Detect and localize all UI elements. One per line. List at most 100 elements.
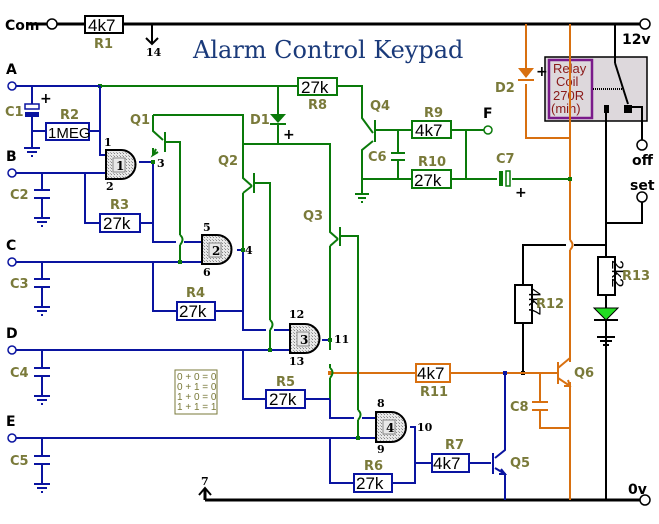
r8-ref: R8 xyxy=(308,98,327,113)
gate-4-pin-8: 8 xyxy=(377,397,385,410)
q4-ref: Q4 xyxy=(370,99,390,114)
gate-3-pin-11: 11 xyxy=(334,333,349,346)
transistor-q6 xyxy=(557,357,572,387)
resistor-r4 xyxy=(176,301,216,321)
resistor-r10 xyxy=(411,169,452,189)
set-label: set xyxy=(630,178,655,194)
gate-2: 2 xyxy=(201,234,233,265)
resistor-r3 xyxy=(99,213,141,233)
set-terminal[interactable] xyxy=(636,191,648,203)
r11-ref: R11 xyxy=(420,385,448,400)
r7-ref: R7 xyxy=(445,438,464,453)
ground-icon xyxy=(597,336,615,346)
d2-plus: + xyxy=(536,64,548,80)
q1-ref: Q1 xyxy=(130,113,150,128)
off-terminal[interactable] xyxy=(636,139,648,151)
c3-ref: C3 xyxy=(10,277,29,292)
r13-ref: R13 xyxy=(622,269,650,284)
gate-1-number: 1 xyxy=(116,159,124,173)
orange-nets xyxy=(330,24,574,500)
r5-ref: R5 xyxy=(276,375,295,390)
r12-value: 4k7 xyxy=(525,288,544,315)
capacitor-plates xyxy=(34,189,50,465)
r9-value: 4k7 xyxy=(415,121,442,140)
r12-ref: R12 xyxy=(536,297,564,312)
resistor-r5 xyxy=(265,389,306,409)
d2-ref: D2 xyxy=(495,81,515,96)
c7-ref: C7 xyxy=(496,152,515,167)
transistor-q5 xyxy=(492,453,508,475)
vcc-arrow-icon xyxy=(145,37,159,46)
gate-4-pin-9: 9 xyxy=(377,443,385,456)
resistor-r6 xyxy=(353,473,393,493)
r11-value: 4k7 xyxy=(417,364,444,383)
truth-row-3: 1 + 0 = 0 xyxy=(177,392,217,403)
resistor-r7 xyxy=(431,453,470,473)
d-terminal[interactable] xyxy=(7,345,17,355)
12v-terminal[interactable] xyxy=(639,18,651,30)
transistor-q3 xyxy=(329,227,341,247)
r6-ref: R6 xyxy=(364,459,383,474)
r1-value: 4k7 xyxy=(88,16,115,35)
d-label: D xyxy=(6,326,18,342)
c-terminal[interactable] xyxy=(7,257,17,267)
relay-line-4: (min) xyxy=(551,101,581,116)
q3-ref: Q3 xyxy=(303,209,323,224)
truth-row-2: 0 + 1 = 0 xyxy=(177,382,217,393)
f-label: F xyxy=(483,106,493,122)
gate-4: 4 xyxy=(375,411,407,443)
gate-3-pin-13: 13 xyxy=(289,355,304,368)
0v-label: 0v xyxy=(628,482,647,498)
r10-ref: R10 xyxy=(418,155,446,170)
c2-ref: C2 xyxy=(10,188,29,203)
c4-ref: C4 xyxy=(10,366,29,381)
gate-1-pin-2: 2 xyxy=(106,180,114,193)
truth-table xyxy=(174,369,218,415)
r8-value: 27k xyxy=(301,78,329,97)
e-terminal[interactable] xyxy=(7,433,17,443)
c8-ref: C8 xyxy=(510,400,529,415)
c1-ref: C1 xyxy=(5,105,24,120)
r10-value: 27k xyxy=(414,171,442,190)
c6-ref: C6 xyxy=(368,150,387,165)
r3-value: 27k xyxy=(103,214,131,233)
transistor-q2 xyxy=(242,173,255,194)
r13-value: 2k2 xyxy=(608,260,627,287)
diagram-title: Alarm Control Keypad xyxy=(192,36,463,64)
q6-ref: Q6 xyxy=(574,366,594,381)
gate-3-pin-12: 12 xyxy=(289,308,304,321)
c7-plus: + xyxy=(515,185,527,201)
resistor-r9 xyxy=(411,120,452,139)
gnd-pin-label: 7 xyxy=(201,475,209,488)
r9-ref: R9 xyxy=(424,106,443,121)
com-label: Com xyxy=(5,18,39,34)
b-terminal[interactable] xyxy=(7,168,17,178)
q5-ref: Q5 xyxy=(510,456,530,471)
gate-1-pin-1: 1 xyxy=(104,136,112,149)
relay-line-3: 270R xyxy=(553,88,584,103)
c1-plus: + xyxy=(40,91,52,107)
f-terminal[interactable] xyxy=(483,125,493,135)
c5-ref: C5 xyxy=(10,454,29,469)
gate-3-number: 3 xyxy=(300,333,308,347)
transistor-q1 xyxy=(150,132,166,158)
d1-ref: D1 xyxy=(250,113,270,128)
e-label: E xyxy=(6,414,16,430)
diode-d1-icon xyxy=(270,114,286,123)
r6-value: 27k xyxy=(356,474,384,493)
r7-value: 4k7 xyxy=(433,454,460,473)
com-terminal[interactable] xyxy=(46,18,58,30)
resistor-r1 xyxy=(84,15,124,34)
b-label: B xyxy=(6,149,17,165)
0v-terminal[interactable] xyxy=(639,494,651,506)
r3-ref: R3 xyxy=(110,198,129,213)
gate-4-pin-10: 10 xyxy=(417,421,433,434)
gate-1-pin-3: 3 xyxy=(157,157,165,170)
a-terminal[interactable] xyxy=(7,81,17,91)
gate-2-pin-5: 5 xyxy=(203,221,211,234)
gate-4-number: 4 xyxy=(386,421,394,435)
r2-ref: R2 xyxy=(60,108,79,123)
r1-ref: R1 xyxy=(94,37,113,52)
gate-3: 3 xyxy=(289,323,321,354)
